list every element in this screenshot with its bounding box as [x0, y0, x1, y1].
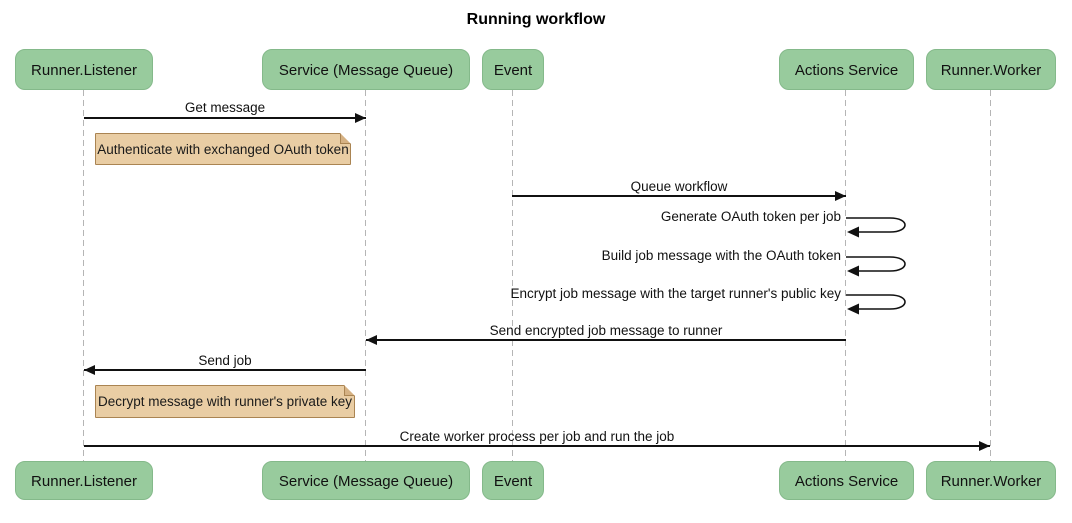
lifeline-service-message-queue [365, 90, 366, 461]
self-loop-arrow-icon [846, 217, 906, 238]
message-line-get-message [84, 117, 366, 119]
arrowhead-right-icon [979, 441, 990, 451]
lifeline-runner-listener [83, 90, 84, 461]
actor-top-runner-worker: Runner.Worker [926, 49, 1056, 90]
message-label-build-job-message: Build job message with the OAuth token [601, 248, 841, 263]
note-authenticate: Authenticate with exchanged OAuth token [95, 133, 351, 165]
message-line-queue-workflow [512, 195, 846, 197]
actor-top-actions-service: Actions Service [779, 49, 914, 90]
lifeline-runner-worker [990, 90, 991, 461]
lifeline-event [512, 90, 513, 461]
note-decrypt: Decrypt message with runner's private ke… [95, 385, 355, 418]
actor-top-runner-listener: Runner.Listener [15, 49, 153, 90]
actor-bottom-service-message-queue: Service (Message Queue) [262, 461, 470, 500]
actor-bottom-runner-worker: Runner.Worker [926, 461, 1056, 500]
self-loop-arrow-icon [846, 256, 906, 277]
actor-top-event: Event [482, 49, 544, 90]
message-label-create-worker-process: Create worker process per job and run th… [399, 429, 675, 444]
actor-bottom-actions-service: Actions Service [779, 461, 914, 500]
actor-top-service-message-queue: Service (Message Queue) [262, 49, 470, 90]
message-label-send-job: Send job [198, 353, 252, 368]
note-decrypt-text: Decrypt message with runner's private ke… [98, 394, 352, 409]
message-label-encrypt-job-message: Encrypt job message with the target runn… [510, 286, 842, 301]
message-line-send-encrypted-job [366, 339, 846, 341]
lifeline-actions-service [845, 90, 846, 461]
message-line-send-job [84, 369, 366, 371]
actor-bottom-runner-listener: Runner.Listener [15, 461, 153, 500]
message-label-get-message: Get message [184, 100, 266, 115]
self-loop-arrow-icon [846, 294, 906, 315]
message-label-send-encrypted-job: Send encrypted job message to runner [489, 323, 723, 338]
message-line-create-worker-process [84, 445, 990, 447]
arrowhead-left-icon [366, 335, 377, 345]
arrowhead-left-icon [84, 365, 95, 375]
message-label-queue-workflow: Queue workflow [630, 179, 728, 194]
message-label-generate-oauth-token: Generate OAuth token per job [660, 209, 841, 224]
arrowhead-right-icon [355, 113, 366, 123]
arrowhead-right-icon [835, 191, 846, 201]
actor-bottom-event: Event [482, 461, 544, 500]
note-authenticate-text: Authenticate with exchanged OAuth token [97, 141, 349, 157]
diagram-title: Running workflow [466, 11, 606, 28]
